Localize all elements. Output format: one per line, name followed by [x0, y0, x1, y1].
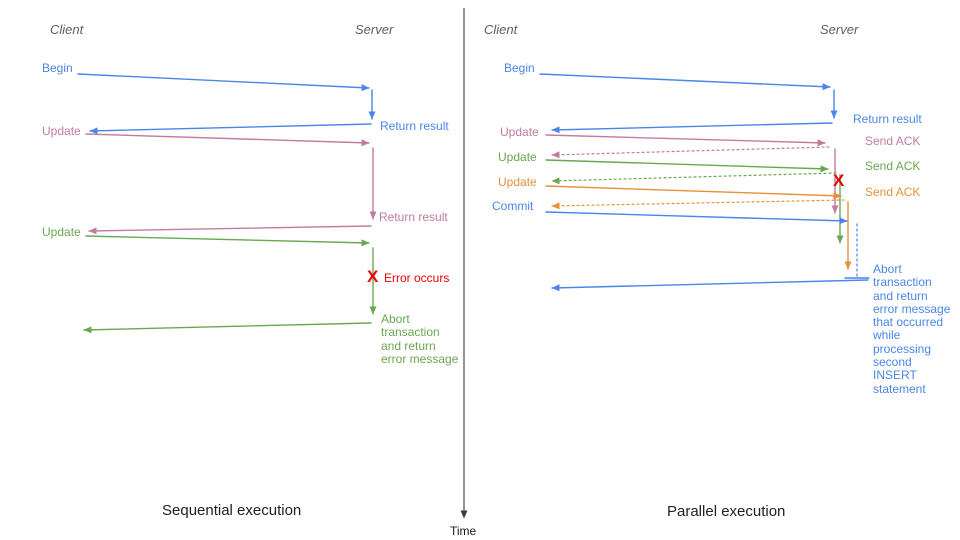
left-update1-request-arrow: [85, 133, 370, 147]
right-send-ack3-label: Send ACK: [865, 185, 921, 199]
right-commit-label: Commit: [492, 199, 534, 213]
left-begin-request-arrow: [77, 73, 370, 92]
left-update1-label: Update: [42, 124, 81, 138]
right-begin-label: Begin: [504, 61, 535, 75]
right-update3-request-arrow: [545, 185, 842, 200]
left-server-header: Server: [355, 22, 394, 37]
right-update2-ack-dotted-arrow: [551, 172, 837, 185]
right-update1-ack-dotted-arrow: [551, 146, 830, 159]
right-commit-request-arrow: [545, 211, 848, 225]
right-begin-request-arrow: [539, 73, 831, 91]
right-update2-request-arrow: [545, 159, 829, 173]
right-abort-return-arrow: [551, 279, 869, 292]
left-update2-request-arrow: [85, 235, 370, 247]
right-update1-request-arrow: [545, 134, 826, 147]
right-send-ack2-label: Send ACK: [865, 159, 921, 173]
left-update2-label: Update: [42, 225, 81, 239]
right-client-header: Client: [484, 22, 518, 37]
left-return-result-label-1: Return result: [380, 119, 449, 133]
right-abort-message: Abort transaction and return error messa…: [873, 262, 951, 396]
left-begin-return-arrow: [89, 123, 372, 135]
left-return-result-label-2: Return result: [379, 210, 448, 224]
left-abort-message: Abort transaction and return error messa…: [381, 312, 459, 366]
right-begin-return-arrow: [551, 122, 833, 134]
left-error-x-icon: X: [367, 267, 379, 286]
right-panel-arrows: [539, 73, 870, 292]
left-error-occurs-label: Error occurs: [384, 271, 450, 285]
left-panel-arrows: [77, 73, 377, 334]
right-update3-label: Update: [498, 175, 537, 189]
left-update1-return-arrow: [88, 225, 372, 235]
right-update1-label: Update: [500, 125, 539, 139]
left-panel-title: Sequential execution: [162, 502, 302, 519]
right-update2-label: Update: [498, 150, 537, 164]
right-return-result-label: Return result: [853, 112, 922, 126]
left-begin-label: Begin: [42, 61, 73, 75]
time-axis-label: Time: [450, 524, 477, 538]
left-client-header: Client: [50, 22, 84, 37]
right-update3-ack-dotted-arrow: [551, 199, 845, 210]
right-error-x-icon: X: [833, 171, 845, 190]
right-server-header: Server: [820, 22, 859, 37]
right-send-ack1-label: Send ACK: [865, 134, 921, 148]
left-abort-return-arrow: [83, 322, 372, 334]
right-panel-title: Parallel execution: [667, 503, 786, 520]
